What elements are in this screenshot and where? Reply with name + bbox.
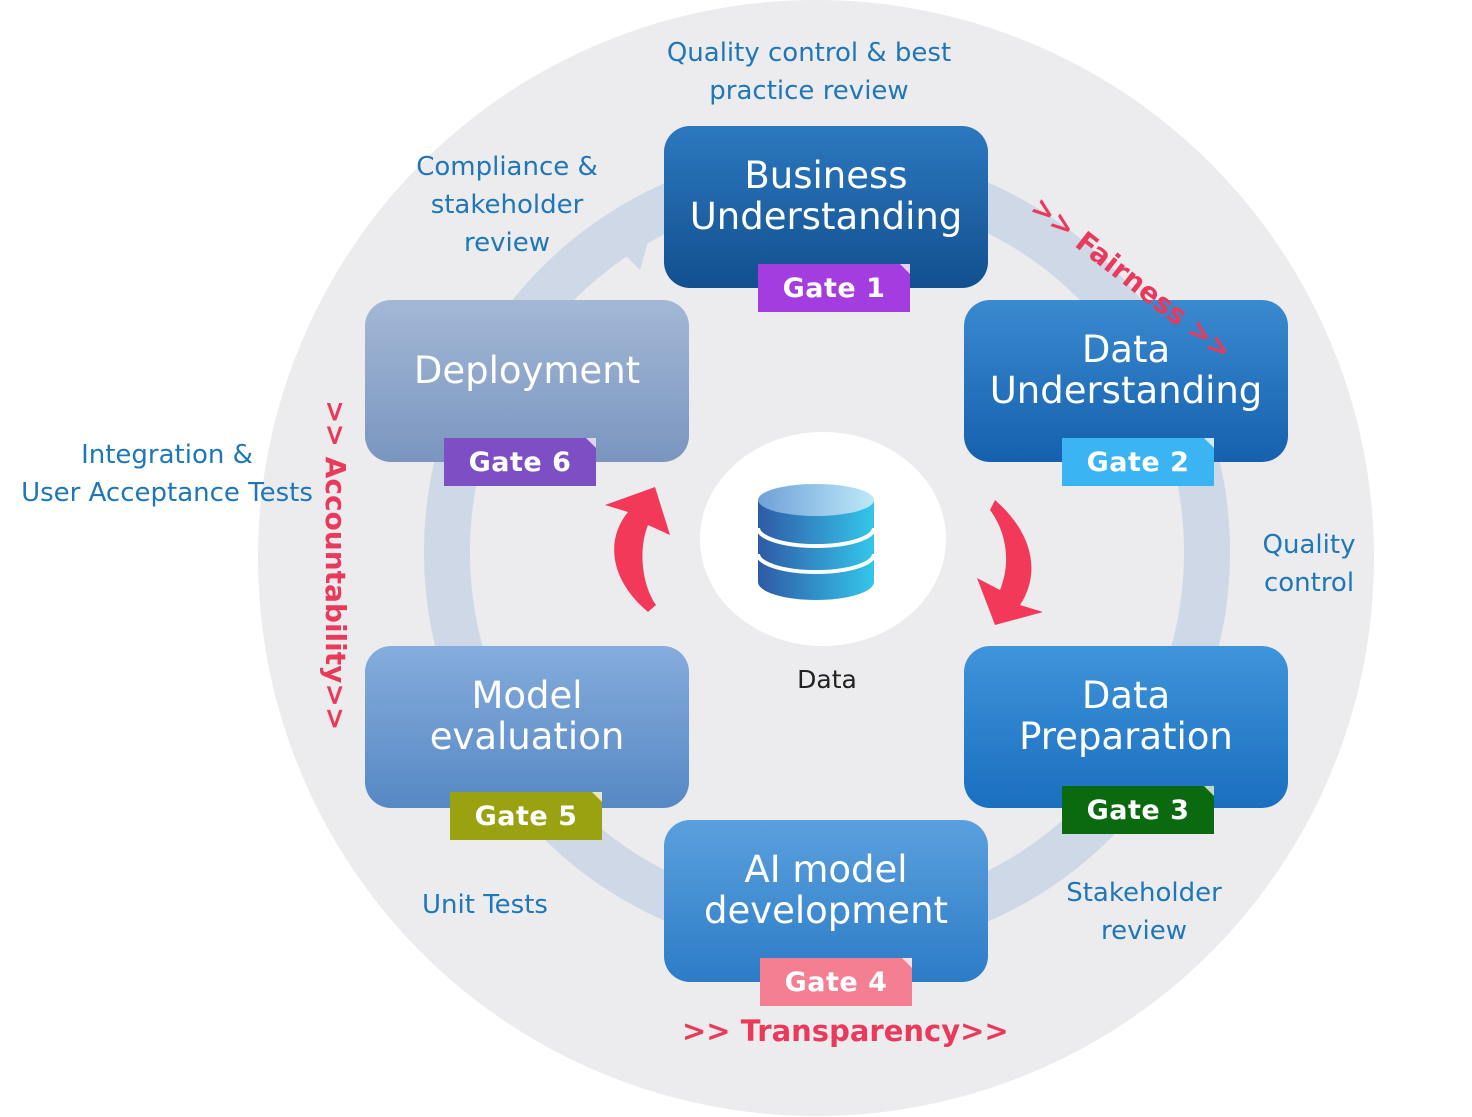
note-line: Quality <box>1262 530 1356 560</box>
stage-title-line: Business <box>744 154 908 197</box>
stage-title-line: Preparation <box>1019 715 1233 758</box>
note-line: Integration & <box>81 440 253 470</box>
stage-title-line: Deployment <box>413 348 641 392</box>
stage-title-line: AI model <box>744 848 908 891</box>
gate-5-badge: Gate 5 <box>450 792 602 840</box>
principle-transparency: >> Transparency>> <box>682 1014 1009 1048</box>
note-compliance: Compliance & stakeholder review <box>400 148 614 262</box>
gate-2-badge: Gate 2 <box>1062 438 1214 486</box>
note-line: Unit Tests <box>422 890 548 920</box>
stage-data-preparation: Data Preparation <box>964 646 1288 808</box>
stage-ai-model-development: AI model development <box>664 820 988 982</box>
note-line: stakeholder <box>430 190 584 220</box>
red-curved-arrow-right <box>977 500 1043 625</box>
note-unit-tests: Unit Tests <box>410 886 560 924</box>
gate-1-badge: Gate 1 <box>758 264 910 312</box>
principle-accountability: >> Accountability>> <box>319 400 352 731</box>
red-curved-arrow-left <box>605 487 670 612</box>
note-quality-control: Quality control <box>1250 526 1368 602</box>
note-line: control <box>1263 568 1355 598</box>
stage-deployment: Deployment <box>365 300 689 462</box>
ring-arrowhead <box>600 200 660 270</box>
stage-title-line: Data <box>1081 674 1171 717</box>
stage-title-line: Model <box>471 674 583 717</box>
stage-title-line: Understanding <box>689 195 963 238</box>
stage-title-line: Understanding <box>989 369 1263 412</box>
gate-6-badge: Gate 6 <box>444 438 596 486</box>
stage-title-line: development <box>703 889 949 932</box>
database-icon <box>756 484 876 600</box>
center-label: Data <box>797 665 857 694</box>
stage-data-understanding: Data Understanding <box>964 300 1288 462</box>
note-line: User Acceptance Tests <box>21 478 313 508</box>
note-line: Compliance & <box>416 152 598 182</box>
stage-title-line: Data <box>1081 328 1171 371</box>
note-line: Stakeholder <box>1066 878 1222 908</box>
gate-4-badge: Gate 4 <box>760 958 912 1006</box>
note-stakeholder-review: Stakeholder review <box>1054 874 1234 950</box>
gate-3-badge: Gate 3 <box>1062 786 1214 834</box>
note-quality-best-practice: Quality control & best practice review <box>644 34 974 110</box>
stage-business-understanding: Business Understanding <box>664 126 988 288</box>
note-line: review <box>1101 916 1187 946</box>
stage-model-evaluation: Model evaluation <box>365 646 689 808</box>
stage-title-line: evaluation <box>429 715 625 758</box>
note-integration: Integration & User Acceptance Tests <box>14 436 320 512</box>
note-line: review <box>464 228 550 258</box>
note-line: practice review <box>709 76 909 106</box>
note-line: Quality control & best <box>666 38 952 68</box>
